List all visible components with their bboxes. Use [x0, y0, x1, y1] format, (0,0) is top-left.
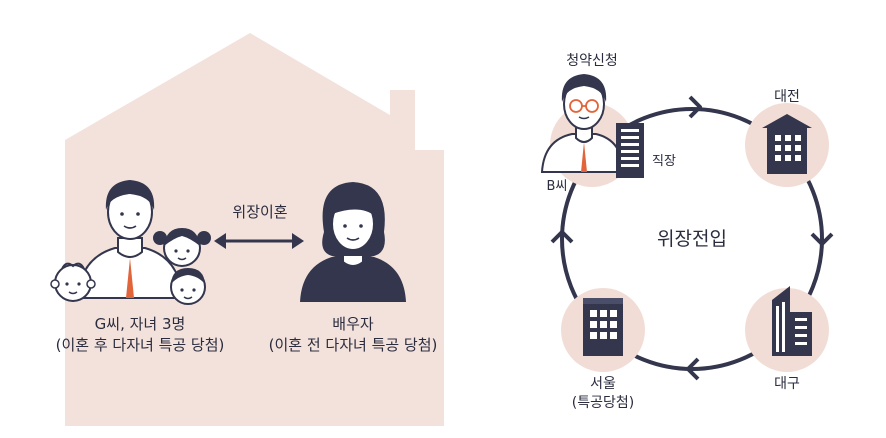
center-label: 위장전입 — [657, 228, 727, 250]
daegu-building-icon — [772, 286, 812, 356]
baby-icon — [50, 262, 96, 302]
cycle-arrow-icon — [688, 95, 702, 119]
person-label: B씨 — [546, 179, 568, 194]
girl-icon — [153, 228, 211, 267]
wife-label-line2: (이혼 전 다자녀 특공 당첨) — [268, 336, 438, 354]
cycle-arrow-icon — [686, 357, 700, 381]
boy-icon — [170, 268, 206, 305]
seoul-sublabel: (특공당첨) — [571, 395, 635, 411]
cycle-ring — [560, 107, 824, 371]
husband-label-line1: G씨, 자녀 3명 — [94, 315, 186, 333]
seoul-label: 서울 — [590, 376, 616, 392]
relation-label: 위장이혼 — [232, 203, 288, 221]
cycle-arrow-icon — [810, 232, 834, 246]
wife-icon — [300, 182, 406, 302]
person-action-label: 청약신청 — [566, 53, 618, 69]
person-b-icon — [540, 74, 626, 173]
daejeon-label: 대전 — [774, 89, 800, 105]
house-shape — [65, 33, 444, 426]
wife-label-line1: 배우자 — [332, 315, 374, 333]
seoul-building-icon — [583, 298, 623, 356]
double-arrow-icon — [214, 233, 304, 249]
daegu-label: 대구 — [774, 376, 800, 392]
cycle-arrow-icon — [550, 230, 574, 244]
daejeon-building-icon — [762, 114, 812, 174]
workplace-label: 직장 — [652, 154, 676, 169]
house-chimney — [390, 90, 415, 150]
husband-icon — [76, 180, 184, 299]
office-building-icon — [616, 123, 644, 178]
husband-label-line2: (이혼 후 다자녀 특공 당첨) — [55, 336, 225, 354]
